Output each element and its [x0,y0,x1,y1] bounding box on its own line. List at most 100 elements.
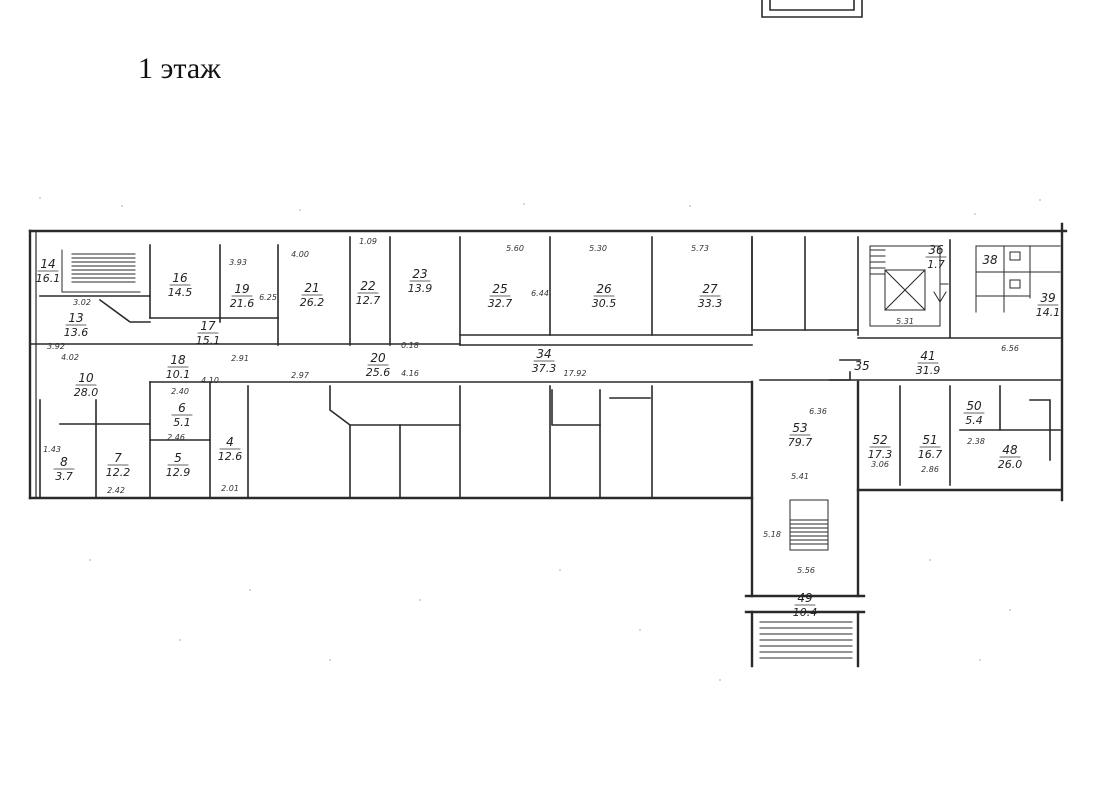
stair-entrance [759,499,853,659]
room-number: 39 [1040,291,1055,305]
room-number: 10 [78,371,94,385]
dimension-label: 6.44 [531,289,549,298]
room-number: 18 [170,353,186,367]
dimension-label: 3.92 [47,342,65,351]
room-number: 14 [40,257,55,271]
dimension-label: 5.60 [506,244,524,253]
room-area: 31.9 [916,364,941,377]
room-area: 5.4 [965,414,983,427]
corridor-walls [149,344,1061,383]
dimension-label: 2.01 [221,484,239,493]
dimension-label: 2.42 [107,486,125,495]
room-number: 50 [966,399,982,413]
room-area: 26.2 [300,296,325,309]
room-6: 65.1 [171,401,193,429]
room-area: 10.4 [793,606,818,619]
room-number: 4 [226,435,234,449]
dimension-label: 2.97 [291,371,310,380]
room-area: 37.3 [532,362,557,375]
room-number: 38 [982,253,998,267]
dimension-label: 3.02 [73,298,91,307]
dimension-label: 3.93 [229,258,247,267]
room-area: 28.0 [74,386,99,399]
room-area: 25.6 [366,366,391,379]
room-number: 21 [304,281,319,295]
room-area: 13.6 [64,326,89,339]
room-area: 16.7 [918,448,943,461]
dimension-label: 2.38 [967,437,985,446]
dimension-labels: 4.00 3.93 5.60 5.30 5.73 1.09 3.02 3.92 4.02 2.97… [43,237,1019,575]
outer-walls [28,222,1068,668]
room-area: 15.1 [196,334,221,347]
room-area: 30.5 [592,297,617,310]
room-number: 26 [596,282,612,296]
room-number: 8 [60,455,68,469]
room-area: 13.9 [408,282,433,295]
room-area: 17.3 [868,448,893,461]
dimension-label: 4.16 [401,369,419,378]
top-fragment [761,0,863,18]
room-area: 16.1 [36,272,61,285]
room-number: 23 [412,267,427,281]
room-area: 32.7 [488,297,513,310]
room-area: 10.1 [166,368,191,381]
room-area: 12.7 [356,294,381,307]
room-number: 5 [174,451,182,465]
room-area: 1.7 [927,258,945,271]
room-area: 79.7 [788,436,813,449]
dimension-label: 2.40 [171,387,189,396]
room-8: 83.7 [53,455,75,483]
room-5: 512.9 [166,451,191,479]
room-area: 14.1 [1036,306,1061,319]
room-area: 12.2 [106,466,131,479]
room-number: 19 [234,282,249,296]
dimension-label: 5.73 [691,244,709,253]
dimension-label: 6.25 [259,293,277,302]
dimension-label: 1.43 [43,445,61,454]
room-area: 12.6 [218,450,243,463]
room-number: 22 [360,279,375,293]
room-50: 505.4 [963,399,985,427]
room-number: 41 [920,349,935,363]
room-number: 49 [797,591,812,605]
dimension-label: 3.06 [871,460,889,469]
room-number: 34 [536,347,551,361]
room-number: 35 [854,359,869,373]
dimension-label: 5.41 [791,472,809,481]
sanitary-block [975,245,1061,313]
dimension-label: 4.00 [291,250,309,259]
room-38: 38 [982,253,998,267]
room-number: 48 [1002,443,1018,457]
scan-speckle [39,197,1041,681]
room-area: 33.3 [698,297,723,310]
room-number: 16 [172,271,188,285]
dimension-label: 2.86 [921,465,939,474]
stair-left [61,249,141,293]
dimension-label: 4.10 [201,376,219,385]
dimension-label: 4.02 [61,353,79,362]
room-number: 25 [492,282,507,296]
dimension-label: 0.18 [401,341,419,350]
dimension-label: 5.30 [589,244,607,253]
room-4: 412.6 [218,435,243,463]
room-number: 53 [792,421,807,435]
room-number: 27 [702,282,718,296]
room-number: 36 [928,243,944,257]
dimension-label: 1.09 [359,237,377,246]
dimension-label: 2.91 [231,354,249,363]
stair-right [869,245,949,327]
